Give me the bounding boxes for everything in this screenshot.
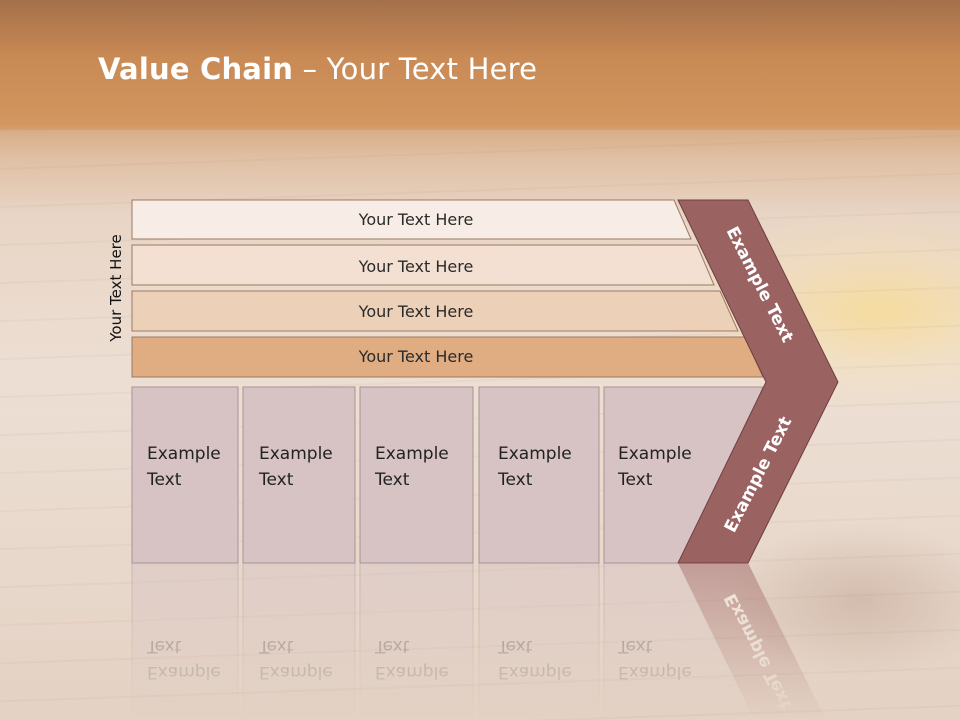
column-5-line2: Text <box>617 470 653 490</box>
column-3-box <box>359 386 474 564</box>
diagram-reflection: Example Text Example Text Example Text E… <box>131 562 827 720</box>
slide-title[interactable]: Value Chain – Your Text Here <box>98 52 537 86</box>
column-1-box <box>131 386 239 564</box>
reflection-column-3-line2: Text <box>374 636 410 656</box>
reflection-column-1 <box>131 562 239 720</box>
reflection-column-4 <box>478 562 600 720</box>
reflection-column-4-line1: Example <box>498 662 572 682</box>
bar-1-label: Your Text Here <box>358 210 474 229</box>
bar-4-shape <box>131 336 764 378</box>
bar-4-label: Your Text Here <box>358 347 474 366</box>
reflection-column-2 <box>242 562 356 720</box>
column-2-line2: Text <box>258 470 294 490</box>
bar-3-label: Your Text Here <box>358 302 474 321</box>
column-1-line2: Text <box>146 470 182 490</box>
reflection-column-1-line1: Example <box>147 662 221 682</box>
reflection-column-3-line1: Example <box>375 662 449 682</box>
column-4-line1: Example <box>498 444 572 464</box>
bar-3-shape <box>131 290 739 332</box>
column-3-line2: Text <box>374 470 410 490</box>
column-1-line1: Example <box>147 444 221 464</box>
reflection-chevron <box>678 563 827 720</box>
column-5[interactable]: Example Text <box>603 386 764 564</box>
title-rest: – Your Text Here <box>293 52 538 86</box>
column-3[interactable]: Example Text <box>359 386 474 564</box>
reflection-column-3 <box>359 562 474 720</box>
reflection-column-2-line1: Example <box>259 662 333 682</box>
column-5-line1: Example <box>618 444 692 464</box>
bar-1-shape <box>131 199 692 240</box>
reflection-column-5-line1: Example <box>618 662 692 682</box>
bar-row-2[interactable]: Your Text Here <box>131 244 715 286</box>
column-2-box <box>242 386 356 564</box>
bar-2-shape <box>131 244 715 286</box>
bar-row-3[interactable]: Your Text Here <box>131 290 739 332</box>
column-2[interactable]: Example Text <box>242 386 356 564</box>
reflection-column-1-line2: Text <box>146 636 182 656</box>
column-4-box <box>478 386 600 564</box>
reflection-column-4-line2: Text <box>497 636 533 656</box>
column-4[interactable]: Example Text <box>478 386 600 564</box>
bar-row-1[interactable]: Your Text Here <box>131 199 692 240</box>
bar-2-label: Your Text Here <box>358 257 474 276</box>
title-bold: Value Chain <box>98 52 294 86</box>
column-4-line2: Text <box>497 470 533 490</box>
reflection-column-5-line2: Text <box>617 636 653 656</box>
column-2-line1: Example <box>259 444 333 464</box>
bar-row-4[interactable]: Your Text Here <box>131 336 764 378</box>
column-1[interactable]: Example Text <box>131 386 239 564</box>
column-3-line1: Example <box>375 444 449 464</box>
reflection-column-2-line2: Text <box>258 636 294 656</box>
